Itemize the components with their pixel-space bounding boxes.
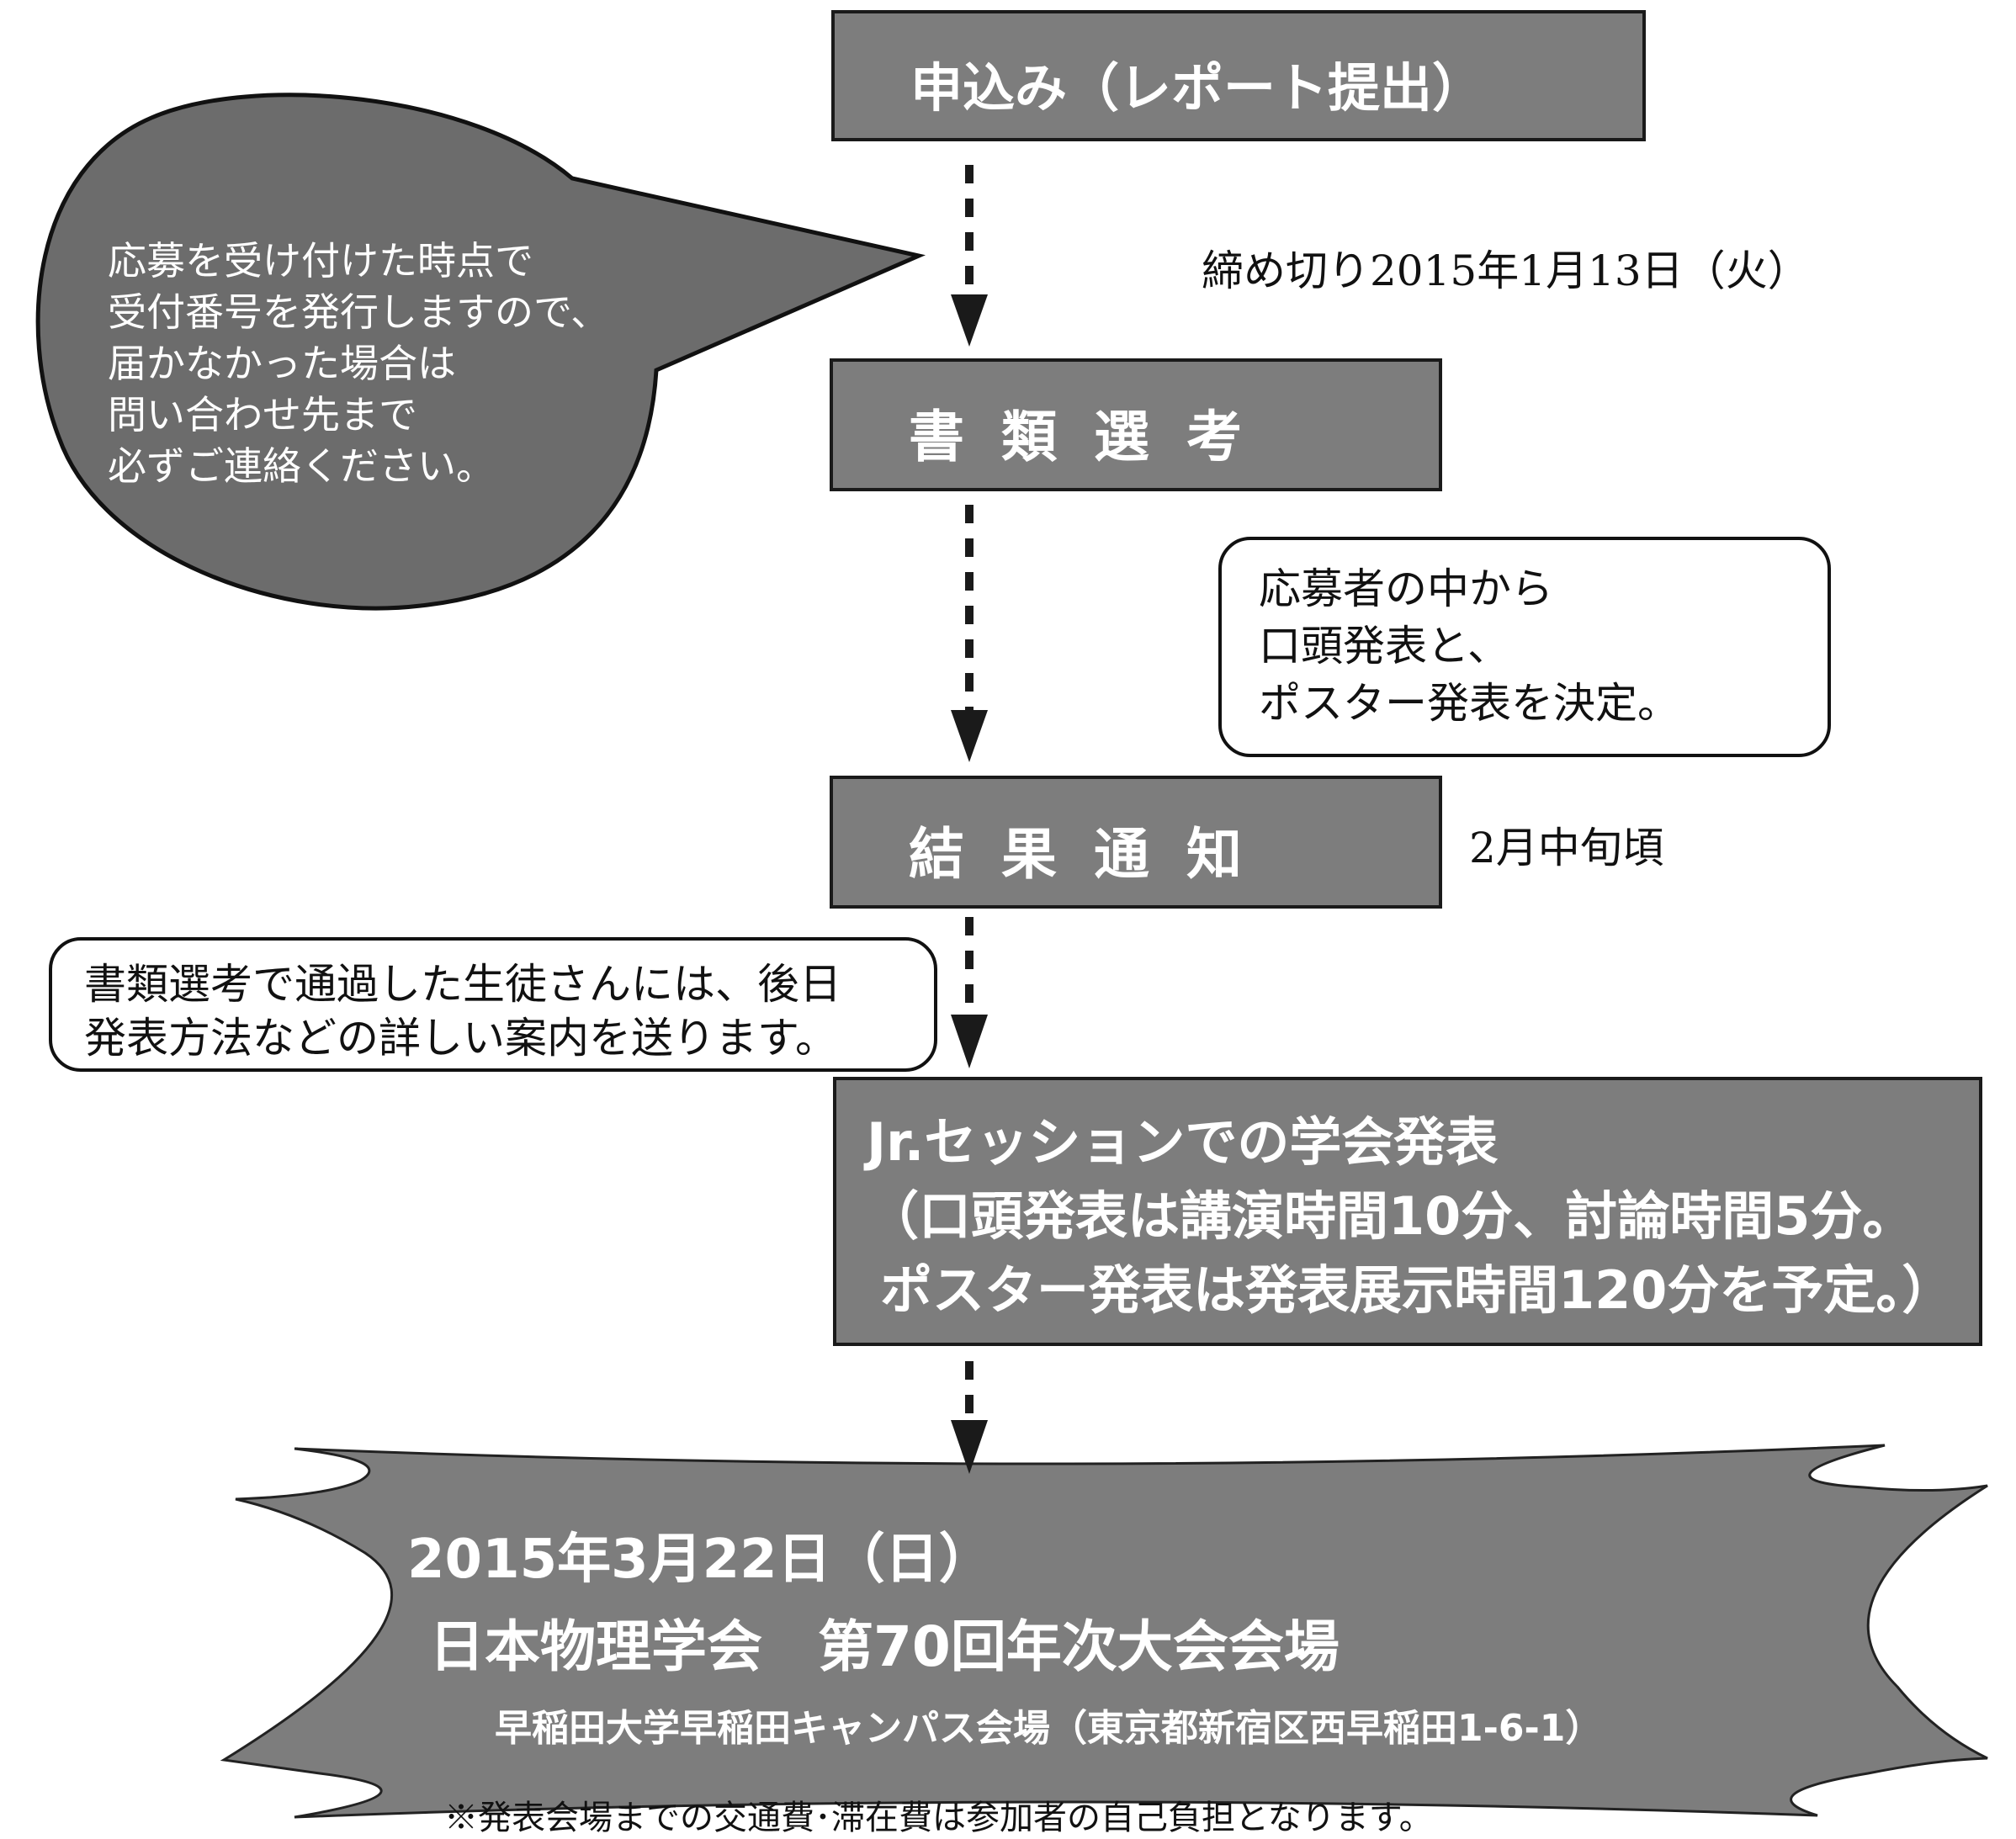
event-date: 2015年3月22日（日）	[407, 1529, 993, 1591]
step-result: 結果通知	[830, 776, 1442, 909]
deadline-text: 締め切り2015年1月13日（火）	[1202, 246, 1810, 295]
footnote: ※発表会場までの交通費･滞在費は参加者の自己負担となります。	[444, 1799, 1433, 1837]
bubble-line: 問い合わせ先まで	[108, 392, 417, 437]
guidance-note-line: 発表方法などの詳しい案内を送ります。	[84, 1014, 837, 1063]
arrowhead-icon	[951, 294, 988, 347]
selection-note-line: ポスター発表を決定。	[1259, 679, 1679, 728]
step-apply: 申込み（レポート提出）	[831, 10, 1646, 141]
bubble-line: 受付番号を発行しますので、	[108, 289, 610, 335]
connector-result-to-presentation	[951, 917, 988, 1068]
connector-presentation-to-event	[951, 1361, 988, 1474]
connector-apply-to-screening	[951, 165, 988, 347]
result-time-text: 2月中旬頃	[1469, 824, 1664, 872]
guidance-note-line: 書類選考で通過した生徒さんには、後日	[84, 960, 841, 1009]
arrowhead-icon	[951, 710, 988, 762]
selection-note: 応募者の中から 口頭発表と、 ポスター発表を決定。	[1218, 537, 1831, 757]
speech-bubble-shape	[35, 93, 926, 611]
selection-note-line: 応募者の中から	[1259, 564, 1553, 613]
bubble-line: 必ずご連絡ください。	[108, 443, 495, 489]
event-place: 早稲田大学早稲田キャンパス会場（東京都新宿区西早稲田1-6-1）	[495, 1707, 1603, 1750]
arrowhead-icon	[951, 1015, 988, 1068]
event-venue: 日本物理学会 第70回年次大会会場	[429, 1614, 1340, 1679]
presentation-oral-detail: （口頭発表は講演時間10分、討論時間5分。	[867, 1185, 1915, 1247]
step-presentation: Jr.セッションでの学会発表 （口頭発表は講演時間10分、討論時間5分。 ポスタ…	[833, 1077, 1982, 1346]
bubble-line: 届かなかった場合は	[108, 341, 456, 386]
event-banner-shape	[220, 1444, 1988, 1819]
presentation-poster-detail: ポスター発表は発表展示時間120分を予定。）	[880, 1259, 1955, 1321]
bubble-text: 応募を受け付けた時点で 受付番号を発行しますので、 届かなかった場合は 問い合わ…	[108, 236, 609, 492]
presentation-title: Jr.セッションでの学会発表	[867, 1111, 1499, 1173]
bubble-line: 応募を受け付けた時点で	[108, 238, 533, 284]
arrowhead-icon	[951, 1420, 988, 1474]
step-screening: 書類選考	[830, 358, 1442, 491]
connector-screening-to-result	[951, 505, 988, 762]
selection-note-line: 口頭発表と、	[1259, 622, 1509, 670]
guidance-note: 書類選考で通過した生徒さんには、後日 発表方法などの詳しい案内を送ります。	[49, 937, 937, 1072]
